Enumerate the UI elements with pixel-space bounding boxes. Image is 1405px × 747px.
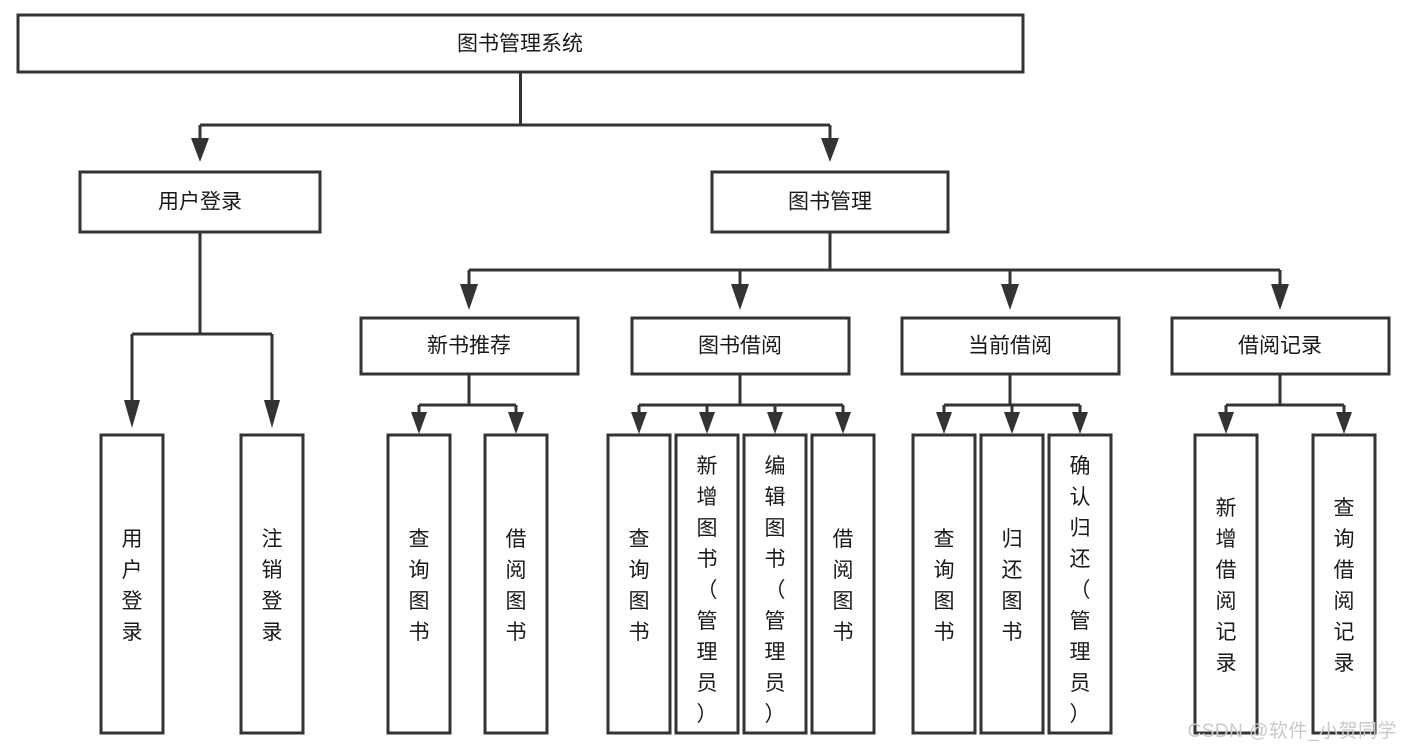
node-leaf-add-record-label: 新增借阅记录 [1216,497,1237,675]
node-leaf-return-book-label: 归还图书 [1002,528,1023,644]
node-leaf-query-book-3-label: 查询图书 [934,528,955,644]
arrowhead-icon [460,284,478,310]
arrowhead-layer [124,138,1352,434]
arrowhead-icon [1001,284,1019,310]
node-leaf-borrow-book-1[interactable] [483,433,549,735]
node-book-manage-label: 图书管理 [788,191,872,214]
node-leaf-logout-label: 注销登录 [262,528,283,644]
node-book-borrow[interactable]: 图书借阅 [630,316,851,376]
arrowhead-icon [124,400,140,428]
node-leaf-edit-book[interactable] [742,433,808,735]
leaf-node-group [99,433,1377,735]
node-leaf-add-book-label: 新增图书（管理员） [697,455,718,726]
node-leaf-query-book-2-label: 查询图书 [629,528,650,644]
node-leaf-borrow-book-1-label: 借阅图书 [506,528,527,644]
node-current-borrow-label: 当前借阅 [968,335,1052,358]
arrowhead-icon [1072,412,1088,434]
node-leaf-borrow-book-2[interactable] [810,433,876,735]
arrowhead-icon [1218,412,1234,434]
arrowhead-icon [264,400,280,428]
node-root-label: 图书管理系统 [457,33,583,56]
node-leaf-query-record[interactable] [1311,433,1377,735]
node-new-book-rec[interactable]: 新书推荐 [359,316,580,376]
node-leaf-query-book-2[interactable] [606,433,672,735]
node-leaf-add-book[interactable] [674,433,740,735]
node-user-login[interactable]: 用户登录 [78,170,322,234]
node-leaf-logout[interactable] [239,433,305,735]
node-new-book-rec-label: 新书推荐 [427,335,511,358]
node-leaf-return-book[interactable] [979,433,1045,735]
node-root[interactable]: 图书管理系统 [16,13,1025,74]
node-current-borrow[interactable]: 当前借阅 [900,316,1121,376]
node-layer: 图书管理系统 用户登录 图书管理 新书推荐 图书借阅 当前 [16,13,1391,735]
arrowhead-icon [1271,284,1289,310]
node-borrow-record[interactable]: 借阅记录 [1170,316,1391,376]
node-leaf-query-book-1-label: 查询图书 [409,528,430,644]
node-user-login-label: 用户登录 [158,191,242,214]
node-book-borrow-label: 图书借阅 [698,335,782,358]
node-borrow-record-label: 借阅记录 [1238,335,1322,358]
arrowhead-icon [1004,412,1020,434]
csdn-watermark: CSDN @软件_小贺同学 [1187,721,1397,742]
node-book-manage[interactable]: 图书管理 [710,170,950,234]
arrowhead-icon [699,412,715,434]
arrowhead-icon [767,412,783,434]
node-leaf-query-book-3[interactable] [911,433,977,735]
node-leaf-user-login[interactable] [99,433,165,735]
node-leaf-add-record[interactable] [1193,433,1259,735]
arrowhead-icon [731,284,749,310]
leaf-label-layer: 用户登录 注销登录 查询图书 借阅图书 查询图书 新增图书（管理员） 编辑图书（… [122,455,1355,726]
arrowhead-icon [191,138,209,162]
arrowhead-icon [1336,412,1352,434]
node-leaf-query-record-label: 查询借阅记录 [1334,497,1355,675]
arrowhead-icon [835,412,851,434]
arrowhead-icon [508,412,524,434]
arrowhead-icon [631,412,647,434]
node-leaf-edit-book-label: 编辑图书（管理员） [765,455,786,726]
arrowhead-icon [821,138,839,162]
node-leaf-borrow-book-2-label: 借阅图书 [833,528,854,644]
arrowhead-icon [936,412,952,434]
arrowhead-icon [411,412,427,434]
node-leaf-confirm-return-label: 确认归还（管理员） [1070,455,1091,726]
node-leaf-user-login-label: 用户登录 [122,528,143,644]
node-leaf-confirm-return[interactable] [1047,433,1113,735]
node-leaf-query-book-1[interactable] [386,433,452,735]
